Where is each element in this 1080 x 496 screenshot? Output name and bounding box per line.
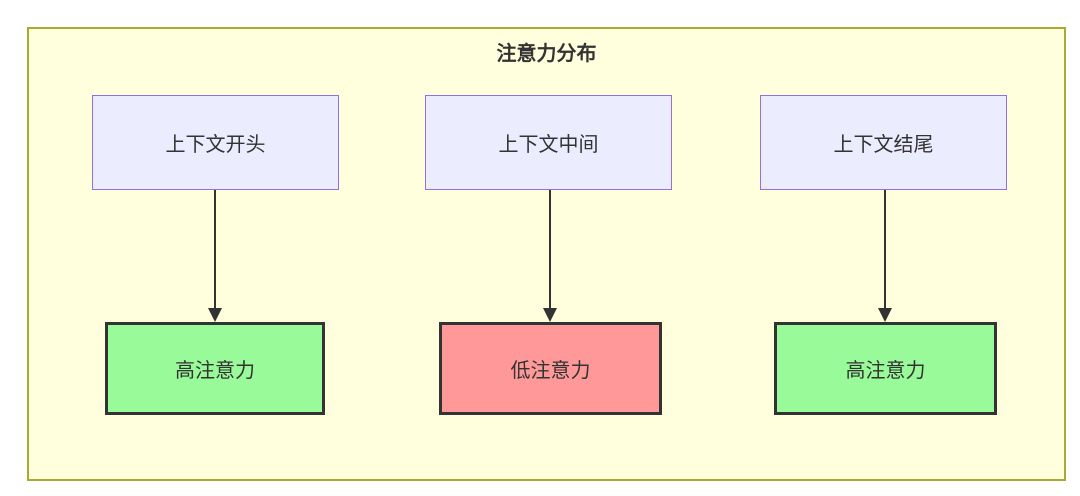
diagram-canvas: 注意力分布 上下文开头 高注意力 上下文中间 低注意力 上下文结尾 (27, 27, 1066, 481)
node-label: 上下文结尾 (833, 132, 934, 156)
node-context-end: 上下文结尾 (760, 95, 1007, 190)
arrow-down-icon (208, 190, 222, 322)
node-label: 上下文开头 (165, 132, 266, 156)
node-attention-end: 高注意力 (774, 322, 997, 415)
diagram-title: 注意力分布 (496, 41, 597, 65)
node-label: 低注意力 (510, 358, 591, 382)
arrow-down-icon (543, 190, 557, 322)
node-label: 高注意力 (845, 358, 926, 382)
node-label: 高注意力 (175, 358, 255, 382)
node-context-middle: 上下文中间 (425, 95, 672, 190)
arrow-down-icon (878, 190, 892, 322)
node-context-start: 上下文开头 (92, 95, 339, 190)
node-label: 上下文中间 (498, 132, 599, 156)
node-attention-middle: 低注意力 (439, 322, 662, 415)
node-attention-start: 高注意力 (105, 322, 325, 415)
